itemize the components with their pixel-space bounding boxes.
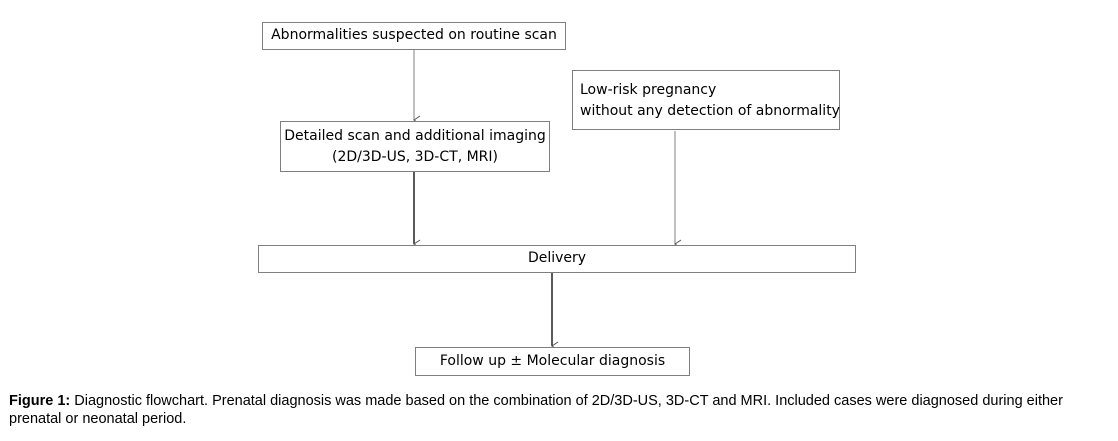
box-abnormal-text: Abnormalities suspected on routine scan — [271, 27, 557, 43]
box-abnormalities-suspected: Abnormalities suspected on routine scan — [262, 22, 566, 50]
caption-text: Diagnostic flowchart. Prenatal diagnosis… — [9, 393, 1063, 427]
figure-caption: Figure 1: Diagnostic flowchart. Prenatal… — [9, 392, 1113, 428]
box-low-risk-pregnancy: Low-risk pregnancy without any detection… — [572, 70, 840, 130]
box-detailed-line1: Detailed scan and additional imaging — [284, 128, 546, 144]
box-lowrisk-line2: without any detection of abnormality — [580, 103, 840, 119]
box-followup-text: Follow up ± Molecular diagnosis — [439, 353, 666, 369]
box-detailed-scan: Detailed scan and additional imaging (2D… — [280, 121, 550, 172]
box-follow-up: Follow up ± Molecular diagnosis — [415, 347, 690, 376]
caption-label: Figure 1: — [9, 393, 71, 409]
box-delivery: Delivery — [258, 245, 856, 273]
box-delivery-text: Delivery — [527, 250, 587, 266]
box-detailed-line2: (2D/3D-US, 3D-CT, MRI) — [331, 149, 498, 165]
box-lowrisk-line1: Low-risk pregnancy — [580, 82, 717, 98]
